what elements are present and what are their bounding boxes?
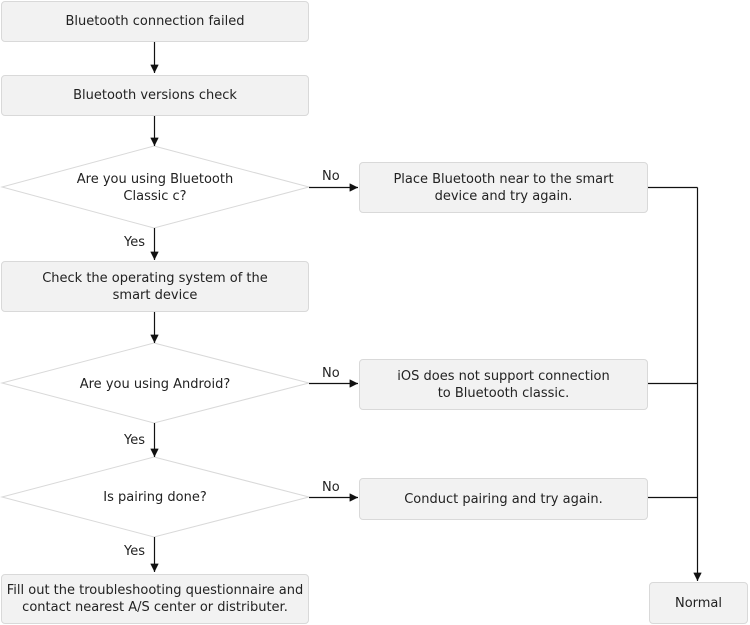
label-no-classic: No [322,169,340,184]
node-check-os: Check the operating system of the smart … [1,261,309,312]
node-conduct-pairing: Conduct pairing and try again. [359,478,648,520]
node-fill-out: Fill out the troubleshooting questionnai… [1,574,309,624]
decision-pairing-text: Is pairing done? [103,489,207,505]
label-no-pairing: No [322,480,340,495]
node-start: Bluetooth connection failed [1,1,309,42]
node-ios-unsupported: iOS does not support connection to Bluet… [359,359,648,410]
decision-classic-text: Are you using Bluetooth Classic c? [76,172,234,204]
label-yes-pairing: Yes [124,544,145,559]
label-no-android: No [322,366,340,381]
label-yes-classic: Yes [124,235,145,250]
node-normal: Normal [649,582,748,624]
node-versions-check: Bluetooth versions check [1,75,309,116]
label-yes-android: Yes [124,433,145,448]
decision-android-text: Are you using Android? [79,376,231,392]
node-place-near: Place Bluetooth near to the smart device… [359,162,648,213]
